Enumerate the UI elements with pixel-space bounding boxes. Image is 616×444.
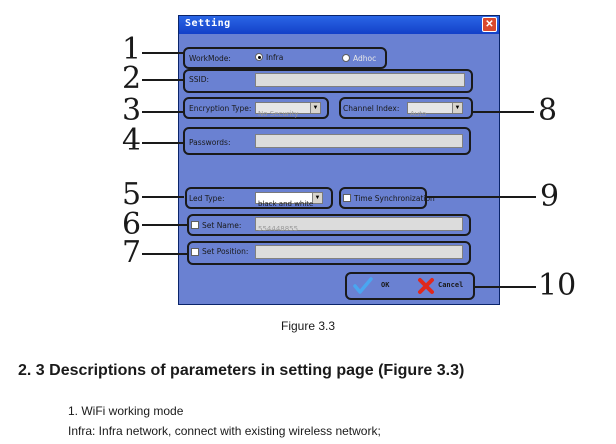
set-name-group (187, 214, 471, 236)
passwords-label: Passwords: (189, 138, 231, 147)
body-line-2: Infra: Infra network, connect with exist… (68, 424, 381, 438)
callout-8-line (472, 111, 534, 113)
title-bar: Setting ✕ (179, 16, 499, 34)
led-label: Led Type: (189, 194, 225, 203)
chevron-down-icon: ▼ (312, 193, 322, 203)
callout-8: 8 (538, 93, 558, 128)
set-position-group (187, 241, 471, 265)
callout-4-line (142, 142, 184, 144)
chevron-down-icon: ▼ (310, 103, 320, 113)
encryption-group (183, 97, 329, 119)
infra-radio[interactable] (255, 53, 263, 61)
close-icon[interactable]: ✕ (482, 17, 497, 32)
x-mark-icon (418, 278, 434, 294)
section-heading: 2. 3 Descriptions of parameters in setti… (18, 362, 465, 379)
chevron-down-icon: ▼ (452, 103, 462, 113)
adhoc-radio[interactable] (342, 54, 350, 62)
ok-label: OK (381, 281, 390, 289)
callout-2-line (142, 79, 184, 81)
time-sync-group (339, 187, 427, 209)
led-value: black and white (258, 200, 314, 208)
set-position-checkbox[interactable] (191, 248, 199, 256)
set-name-checkbox[interactable] (191, 221, 199, 229)
ssid-value (256, 81, 258, 89)
callout-2: 2 (122, 61, 142, 96)
callout-3: 3 (122, 93, 142, 128)
led-select[interactable]: black and white ▼ (255, 192, 323, 208)
adhoc-label: Adhoc (353, 54, 377, 63)
callout-1-line (142, 52, 184, 54)
callout-6-line (142, 224, 188, 226)
set-name-label: Set Name: (202, 221, 242, 230)
ok-button[interactable]: OK (351, 275, 409, 297)
checkmark-icon (353, 277, 373, 294)
callout-5-line (142, 196, 184, 198)
passwords-group (183, 127, 471, 155)
callout-4: 4 (122, 123, 142, 158)
callout-7: 7 (122, 235, 142, 270)
infra-label: Infra (266, 53, 284, 62)
encryption-select[interactable]: No Security ▼ (255, 102, 321, 118)
callout-7-line (142, 253, 188, 255)
ssid-label: SSID: (189, 75, 210, 84)
time-sync-label: Time Synchronization (354, 194, 435, 203)
callout-5: 5 (122, 177, 142, 212)
channel-label: Channel Index: (343, 104, 400, 113)
workmode-label: WorkMode: (189, 54, 231, 63)
cancel-button[interactable]: Cancel (415, 275, 471, 297)
callout-6: 6 (122, 207, 142, 242)
figure-caption: Figure 3.3 (280, 319, 336, 333)
encryption-label: Encryption Type: (189, 104, 252, 113)
workmode-group (183, 47, 387, 69)
setting-dialog: Setting ✕ WorkMode: Infra Adhoc SSID: En… (178, 15, 500, 305)
encryption-value: No Security (258, 110, 299, 118)
body-line-1: 1. WiFi working mode (68, 404, 184, 418)
ssid-group (183, 69, 473, 93)
set-position-input[interactable] (255, 245, 463, 259)
channel-select[interactable]: Auto ▼ (407, 102, 463, 118)
set-name-input[interactable]: 554448855 (255, 217, 463, 233)
callout-10: 10 (538, 268, 577, 303)
cancel-label: Cancel (438, 281, 464, 289)
callout-10-line (474, 286, 536, 288)
channel-group (339, 97, 473, 119)
set-position-value (256, 253, 258, 261)
callout-9: 9 (540, 179, 560, 214)
passwords-value (256, 142, 258, 150)
dialog-title: Setting (185, 18, 231, 29)
set-name-value: 554448855 (258, 225, 299, 233)
set-position-label: Set Position: (202, 247, 249, 256)
callout-3-line (142, 111, 184, 113)
ssid-input[interactable] (255, 73, 465, 87)
led-group (185, 187, 333, 209)
callout-9-line (426, 196, 536, 198)
passwords-input[interactable] (255, 134, 463, 148)
callout-1: 1 (122, 32, 142, 67)
channel-value: Auto (410, 110, 427, 118)
time-sync-checkbox[interactable] (343, 194, 351, 202)
